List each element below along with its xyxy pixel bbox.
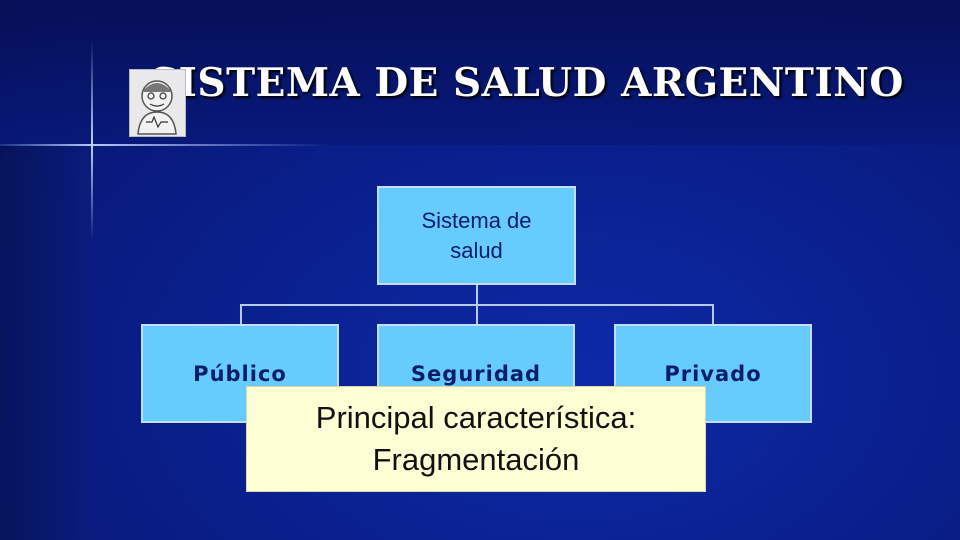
sparkle-horizontal-line [0, 144, 330, 146]
org-node-label: Seguridad [411, 362, 541, 386]
callout-line-2: Fragmentación [373, 439, 580, 481]
connector-root-down [476, 285, 478, 305]
slide-title: SISTEMA DE SALUD ARGENTINO [150, 60, 910, 106]
connector-publico [240, 304, 242, 324]
connector-seguridad [476, 304, 478, 324]
callout-box: Principal característica: Fragmentación [246, 386, 706, 492]
org-node-sistema-de-salud: Sistema de salud [377, 186, 576, 285]
org-node-label: Público [193, 362, 287, 386]
doctor-cartoon-icon [129, 69, 186, 137]
callout-line-1: Principal característica: [316, 397, 636, 439]
org-node-label: Privado [664, 362, 761, 386]
sparkle-vertical-line [91, 40, 93, 240]
connector-privado [712, 304, 714, 324]
